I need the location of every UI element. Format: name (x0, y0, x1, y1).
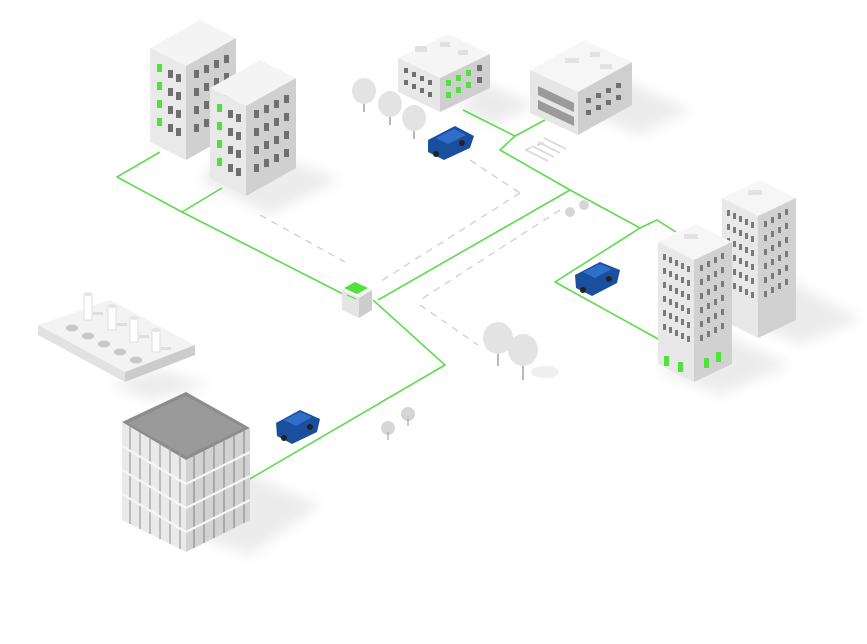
car-right (575, 262, 620, 296)
factory-icon (38, 292, 195, 382)
office-building (398, 34, 490, 112)
tree-icon (352, 78, 589, 440)
apartment-building-b (210, 60, 296, 196)
shopping-building (530, 40, 632, 135)
network-lines (116, 109, 677, 481)
dashed-roads (259, 139, 561, 346)
tower-building-front (658, 224, 732, 382)
tower-building-back (722, 180, 796, 338)
car-bottom (276, 410, 320, 444)
network-hub-icon (342, 282, 372, 318)
car-icon (276, 126, 620, 444)
car-top (428, 126, 474, 160)
parking-garage-icon (121, 392, 251, 552)
crosswalk (525, 137, 567, 162)
